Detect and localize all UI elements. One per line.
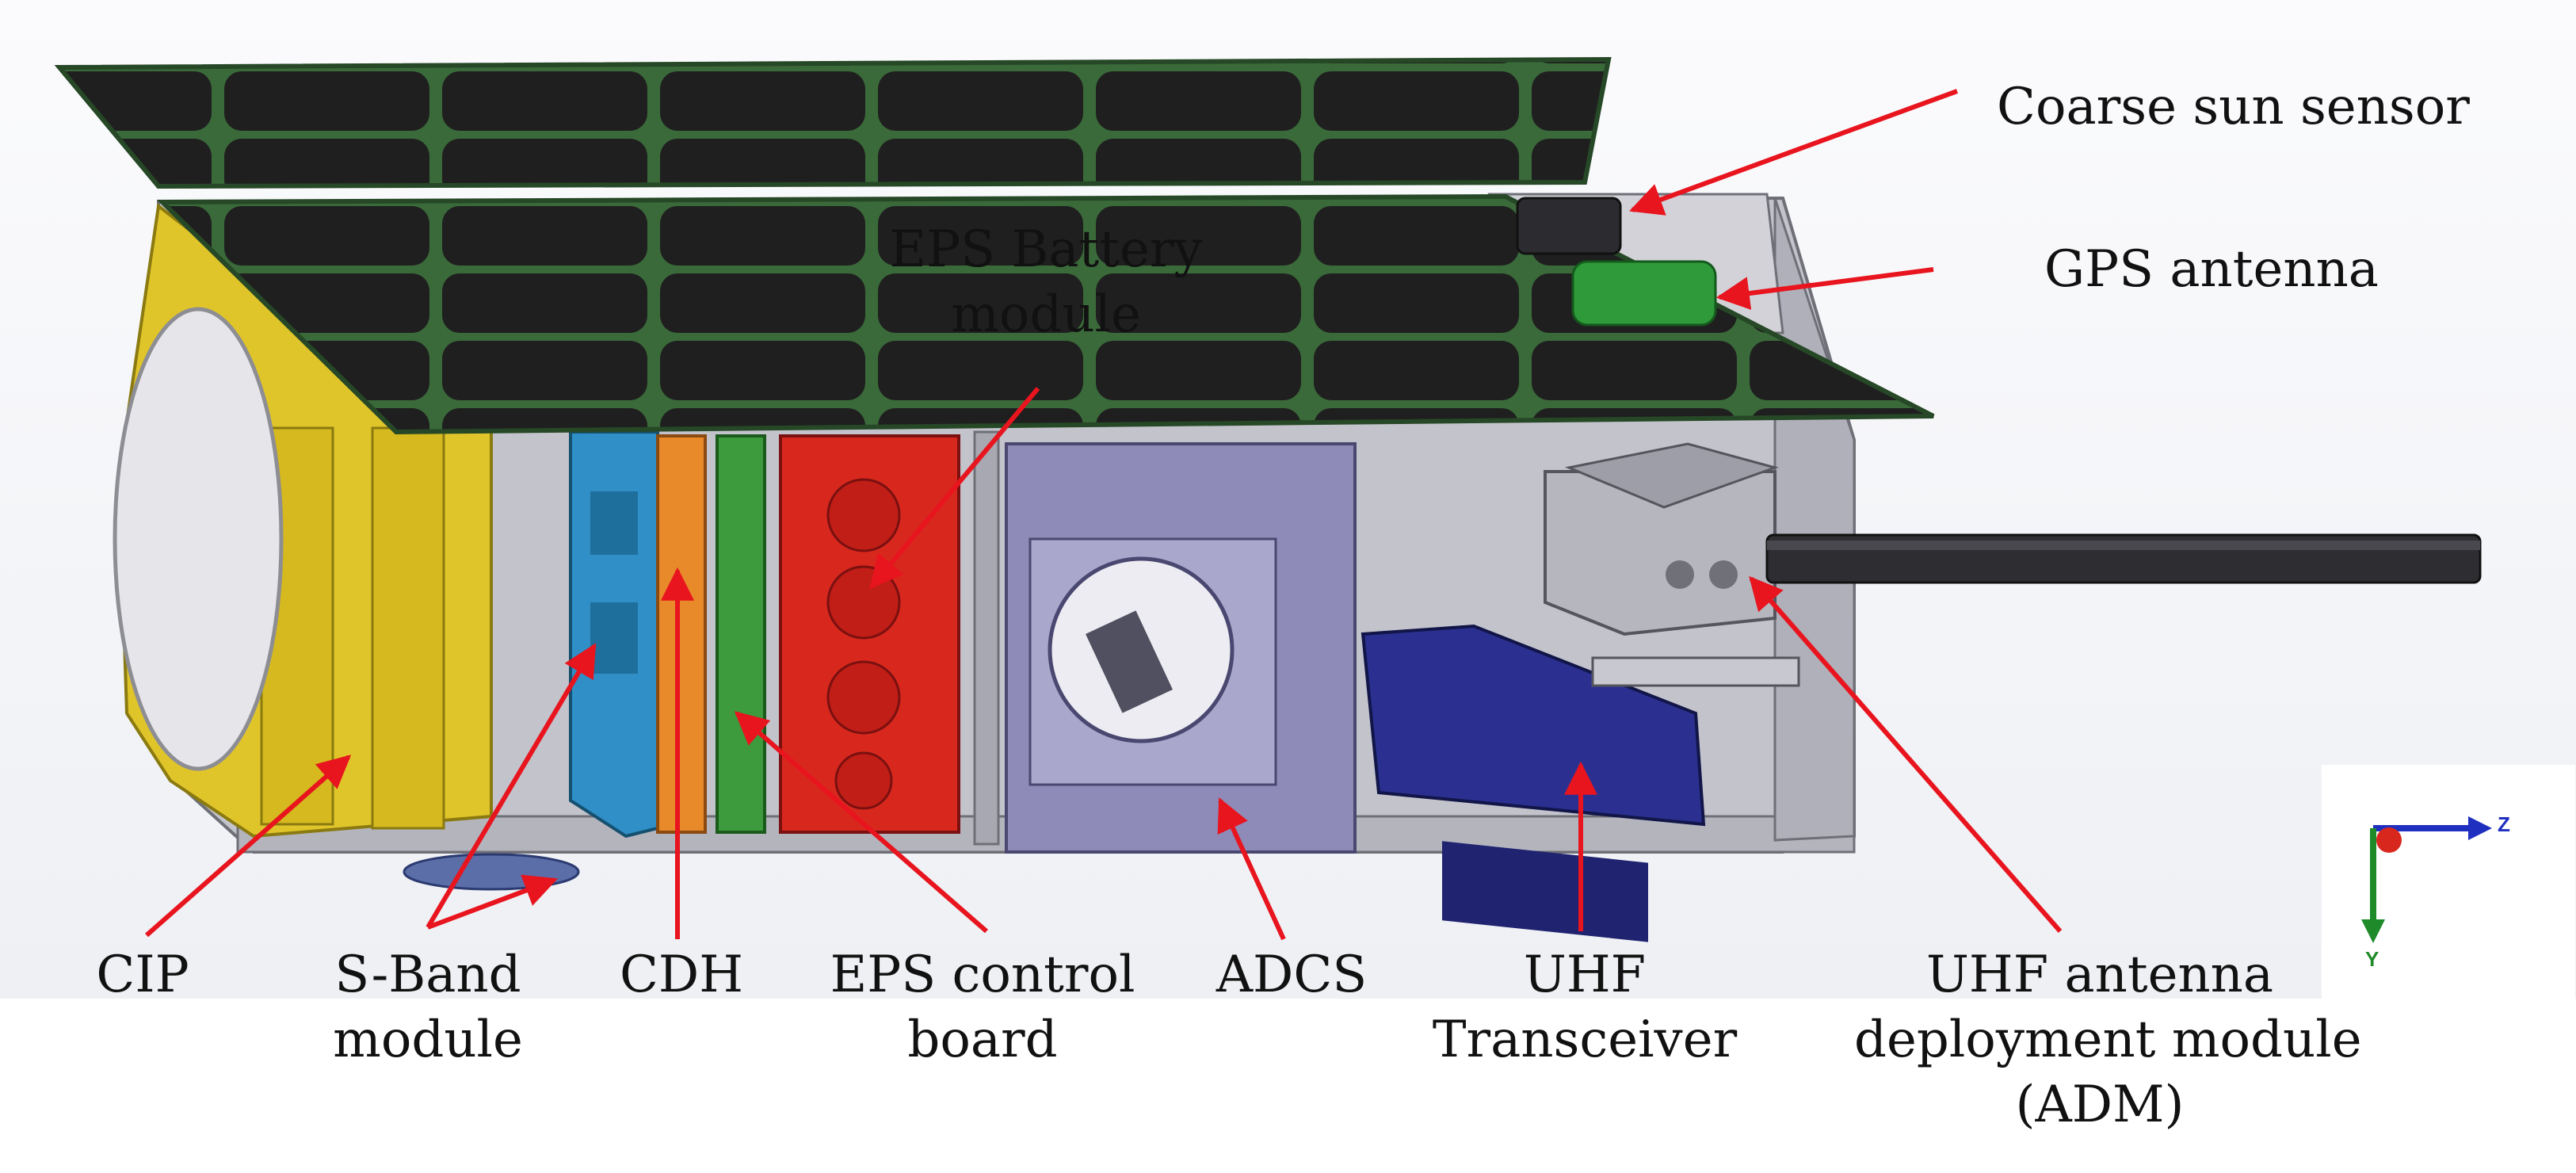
arrow-gps-antenna — [1715, 267, 1934, 310]
arrow-cip — [145, 755, 352, 938]
cdh-module — [656, 434, 707, 834]
uhf-transceiver — [1361, 624, 1706, 942]
gps-antenna-patch — [1571, 260, 1717, 327]
adm-module — [1544, 442, 1800, 687]
uhf-antenna-rod-highlight — [1767, 541, 2480, 550]
label-eps-control-board: EPS control board — [830, 946, 1135, 1069]
label-adcs: ADCS — [1215, 946, 1368, 1004]
label-gps-antenna: GPS antenna — [2044, 240, 2379, 299]
cip-module — [113, 203, 493, 839]
arrow-coarse-sun-sensor — [1629, 89, 1959, 216]
label-eps-battery-module: EPS Battery module — [889, 220, 1203, 344]
arrow-sband-1 — [426, 643, 597, 929]
label-sband-module: S-Band module — [333, 946, 523, 1069]
callout-arrows — [145, 89, 2063, 941]
label-cip: CIP — [96, 946, 189, 1004]
label-coarse-sun-sensor: Coarse sun sensor — [1997, 78, 2470, 136]
frame-rail — [973, 430, 1000, 846]
y-axis-label: Y — [2365, 947, 2379, 971]
eps-control-board — [716, 434, 766, 834]
arrow-eps-battery — [869, 387, 1040, 590]
cip-lens-cover — [113, 307, 284, 771]
arrow-sband-2 — [426, 874, 558, 930]
axis-triad — [2322, 765, 2575, 1018]
label-cdh: CDH — [619, 946, 744, 1004]
label-adm: UHF antenna deployment module (ADM) — [1854, 946, 2362, 1134]
upper-solar-panel — [54, 56, 1612, 189]
body-solar-panel — [156, 193, 1935, 435]
label-uhf-transceiver: UHF Transceiver — [1432, 946, 1738, 1069]
sband-antenna-patch — [403, 853, 580, 891]
arrow-adm — [1749, 575, 2063, 933]
x-axis-dot — [2376, 827, 2402, 853]
coarse-sun-sensor — [1516, 197, 1622, 255]
arrow-adcs — [1217, 797, 1286, 941]
sband-module — [569, 430, 659, 839]
arrow-eps-control — [734, 711, 988, 934]
adcs-module — [1005, 442, 1357, 854]
z-axis-label: Z — [2498, 812, 2510, 836]
